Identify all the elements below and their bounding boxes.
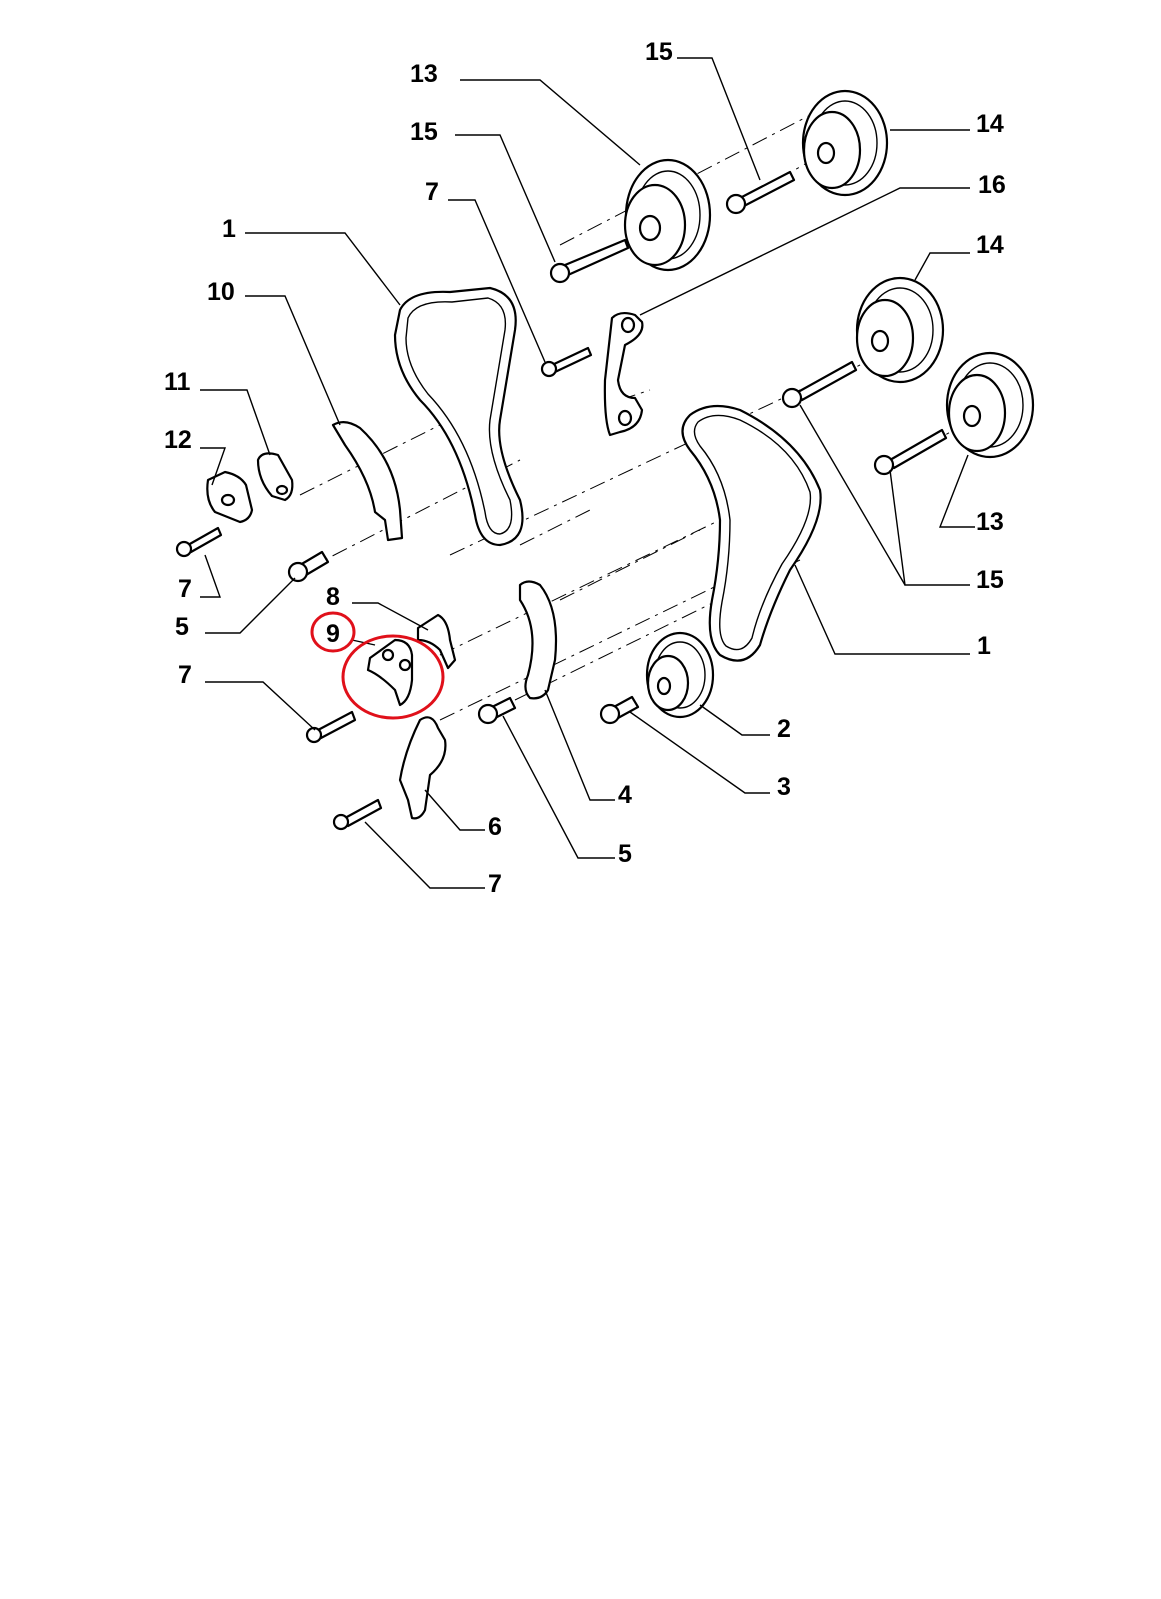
bolt-3 [599, 695, 640, 725]
callout-7-top: 7 [425, 178, 439, 206]
sprocket-14-upper [801, 89, 889, 197]
bolt-5-b [477, 696, 517, 725]
bolt-15-c [781, 360, 858, 409]
part-6 [398, 716, 447, 820]
chain-guide-16 [603, 311, 644, 437]
callout-15-left: 15 [410, 118, 438, 146]
leader-lines [200, 57, 975, 889]
bolt-15-a [549, 238, 630, 284]
timing-chain-1-lower [681, 404, 822, 662]
highlight-part-9 [310, 611, 445, 720]
callout-3: 3 [777, 773, 791, 801]
callout-15-right: 15 [976, 566, 1004, 594]
bolt-7-c [305, 710, 357, 744]
chain-guide-4 [518, 580, 558, 700]
callout-2: 2 [777, 715, 791, 743]
highlight-circle-callout-9 [310, 611, 356, 653]
callout-15-top: 15 [645, 38, 673, 66]
callout-4: 4 [618, 781, 632, 809]
bolt-15-d [873, 428, 948, 476]
callout-12: 12 [164, 426, 192, 454]
crankshaft-sprocket-2 [645, 631, 715, 719]
sprocket-14-lower [855, 276, 945, 384]
highlight-ellipse-part-9 [341, 634, 445, 720]
bolts [175, 170, 948, 831]
timing-chain-1-upper [393, 286, 524, 547]
bolt-5-a [287, 550, 330, 583]
part-9 [366, 638, 414, 707]
callout-14-top: 14 [976, 110, 1004, 138]
callout-8: 8 [326, 583, 340, 611]
callout-14-mid: 14 [976, 231, 1004, 259]
callout-13-top: 13 [410, 60, 438, 88]
callout-7-left: 7 [178, 575, 192, 603]
chain-guide-10 [331, 421, 404, 542]
camshaft-sprocket-13-lower [945, 351, 1035, 459]
part-11 [256, 452, 294, 502]
callout-7-mid: 7 [178, 661, 192, 689]
part-8 [416, 613, 457, 670]
callouts: 13 15 15 7 1 10 11 12 7 5 7 8 9 14 16 14… [164, 38, 1006, 898]
bolt-7-b [175, 526, 223, 558]
tensioner-12 [206, 470, 254, 524]
callout-5-bottom: 5 [618, 840, 632, 868]
callout-16: 16 [978, 171, 1006, 199]
bolt-7-d [332, 798, 383, 831]
callout-11: 11 [164, 368, 191, 396]
bolt-7-a [540, 346, 593, 378]
bolt-15-b [725, 170, 796, 215]
callout-7-bottom: 7 [488, 870, 502, 898]
callout-1-right: 1 [977, 632, 991, 660]
callout-1-top: 1 [222, 215, 236, 243]
callout-5-left: 5 [175, 613, 189, 641]
callout-13-right: 13 [976, 508, 1004, 536]
callout-9: 9 [326, 620, 340, 648]
camshaft-sprocket-13-upper [623, 158, 712, 272]
callout-6: 6 [488, 813, 502, 841]
callout-10: 10 [207, 278, 235, 306]
